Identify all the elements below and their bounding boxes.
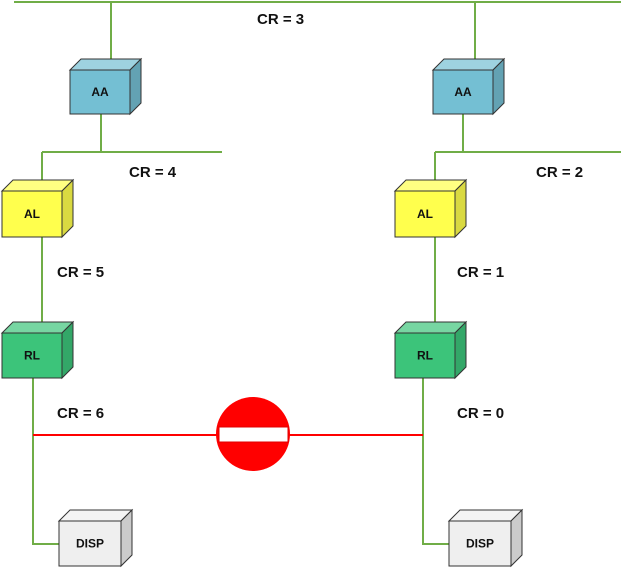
node-left-al[interactable]: AL — [0, 178, 75, 239]
cr-label-left-al-rl: CR = 5 — [57, 264, 104, 281]
node-left-disp-label: DISP — [76, 537, 104, 551]
box-front-face — [448, 520, 512, 567]
node-right-aa[interactable]: AA — [431, 57, 506, 116]
box-front-face — [394, 332, 456, 379]
box-front-face — [1, 190, 63, 238]
box-front-face — [432, 69, 494, 115]
node-right-al-label: AL — [417, 207, 433, 221]
node-right-disp-label: DISP — [466, 537, 494, 551]
right-rl-disp-line — [422, 378, 449, 545]
cr-label-left-aa-al: CR = 4 — [129, 164, 177, 181]
box-front-face — [69, 69, 131, 115]
node-left-aa-label: AA — [91, 85, 109, 99]
no-entry-sign-icon — [216, 397, 290, 471]
box-front-face — [1, 332, 63, 379]
box-top-face — [0, 321, 75, 334]
cr-label-right-aa-al: CR = 2 — [536, 164, 583, 181]
node-right-al[interactable]: AL — [393, 178, 468, 239]
node-left-al-label: AL — [24, 207, 40, 221]
box-top-face — [393, 179, 468, 192]
cr-label-top: CR = 3 — [257, 11, 304, 28]
node-left-rl-label: RL — [24, 349, 40, 363]
cr-label-right-rl-disp: CR = 0 — [457, 405, 504, 422]
node-right-disp[interactable]: DISP — [447, 508, 524, 568]
box-top-face — [447, 509, 524, 522]
box-top-face — [57, 509, 134, 522]
left-rl-disp-line — [32, 378, 59, 545]
box-top-face — [393, 321, 468, 334]
node-right-rl[interactable]: RL — [393, 320, 468, 380]
box-front-face — [58, 520, 122, 567]
cr-label-right-al-rl: CR = 1 — [457, 264, 504, 281]
cr-label-left-rl-disp: CR = 6 — [57, 405, 104, 422]
node-left-rl[interactable]: RL — [0, 320, 75, 380]
node-left-aa[interactable]: AA — [68, 57, 143, 116]
box-top-face — [0, 179, 75, 192]
box-top-face — [68, 58, 143, 71]
node-right-aa-label: AA — [454, 85, 472, 99]
box-front-face — [394, 190, 456, 238]
node-left-disp[interactable]: DISP — [57, 508, 134, 568]
box-top-face — [431, 58, 506, 71]
node-right-rl-label: RL — [417, 349, 433, 363]
